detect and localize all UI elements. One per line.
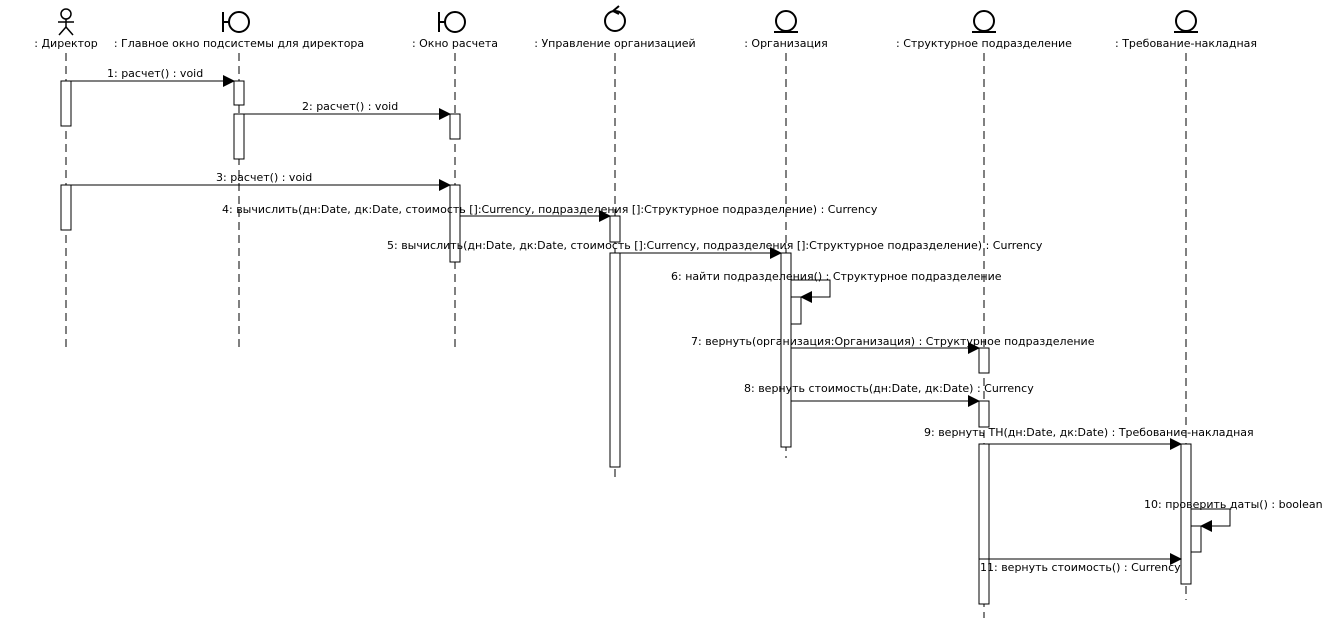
- message-label: 4: вычислить(дн:Date, дк:Date, стоимость…: [222, 203, 878, 216]
- activation-bar: [780, 252, 792, 448]
- activation-bar: [609, 252, 621, 468]
- message-label: 2: расчет() : void: [302, 100, 398, 113]
- message-label: 11: вернуть стоимость() : Currency: [980, 561, 1181, 574]
- message-label: 7: вернуть(организация:Организация) : Ст…: [691, 335, 1095, 348]
- boundary-icon: [438, 11, 466, 33]
- activation-bar: [449, 184, 461, 263]
- activation-bar: [609, 215, 621, 243]
- control-icon: [604, 5, 626, 32]
- activation-bar: [1190, 525, 1202, 553]
- message-label: 5: вычислить(дн:Date, дк:Date, стоимость…: [387, 239, 1043, 252]
- entity-icon: [774, 10, 798, 33]
- activation-bar: [60, 80, 72, 127]
- entity-icon: [1174, 10, 1198, 33]
- activation-bar: [790, 296, 802, 325]
- self-message-arrow: [791, 279, 831, 303]
- actor-icon: [58, 8, 74, 36]
- activation-bar: [978, 443, 990, 605]
- message-label: 9: вернуть ТН(дн:Date, дк:Date) : Требов…: [924, 426, 1254, 439]
- activation-bar: [233, 80, 245, 106]
- message-label: 3: расчет() : void: [216, 171, 312, 184]
- message-label: 6: найти подразделения() : Структурное п…: [671, 270, 1002, 283]
- activation-bar: [1180, 443, 1192, 585]
- lifeline-label: : Окно расчета: [412, 37, 498, 50]
- message-label: 10: проверить даты() : boolean: [1144, 498, 1323, 511]
- entity-icon: [972, 10, 996, 33]
- lifeline-label: : Требование-накладная: [1115, 37, 1257, 50]
- message-label: 1: расчет() : void: [107, 67, 203, 80]
- lifeline-label: : Управление организацией: [534, 37, 695, 50]
- message-label: 8: вернуть стоимость(дн:Date, дк:Date) :…: [744, 382, 1034, 395]
- activation-bar: [978, 400, 990, 428]
- activation-bar: [978, 347, 990, 374]
- lifeline-label: : Директор: [34, 37, 97, 50]
- activation-bar: [60, 184, 72, 231]
- self-message-arrow: [1191, 508, 1231, 532]
- lifeline-label: : Структурное подразделение: [896, 37, 1072, 50]
- boundary-icon: [222, 11, 250, 33]
- lifeline-label: : Организация: [744, 37, 828, 50]
- activation-bar: [449, 113, 461, 140]
- activation-bar: [233, 113, 245, 160]
- lifeline-label: : Главное окно подсистемы для директора: [114, 37, 364, 50]
